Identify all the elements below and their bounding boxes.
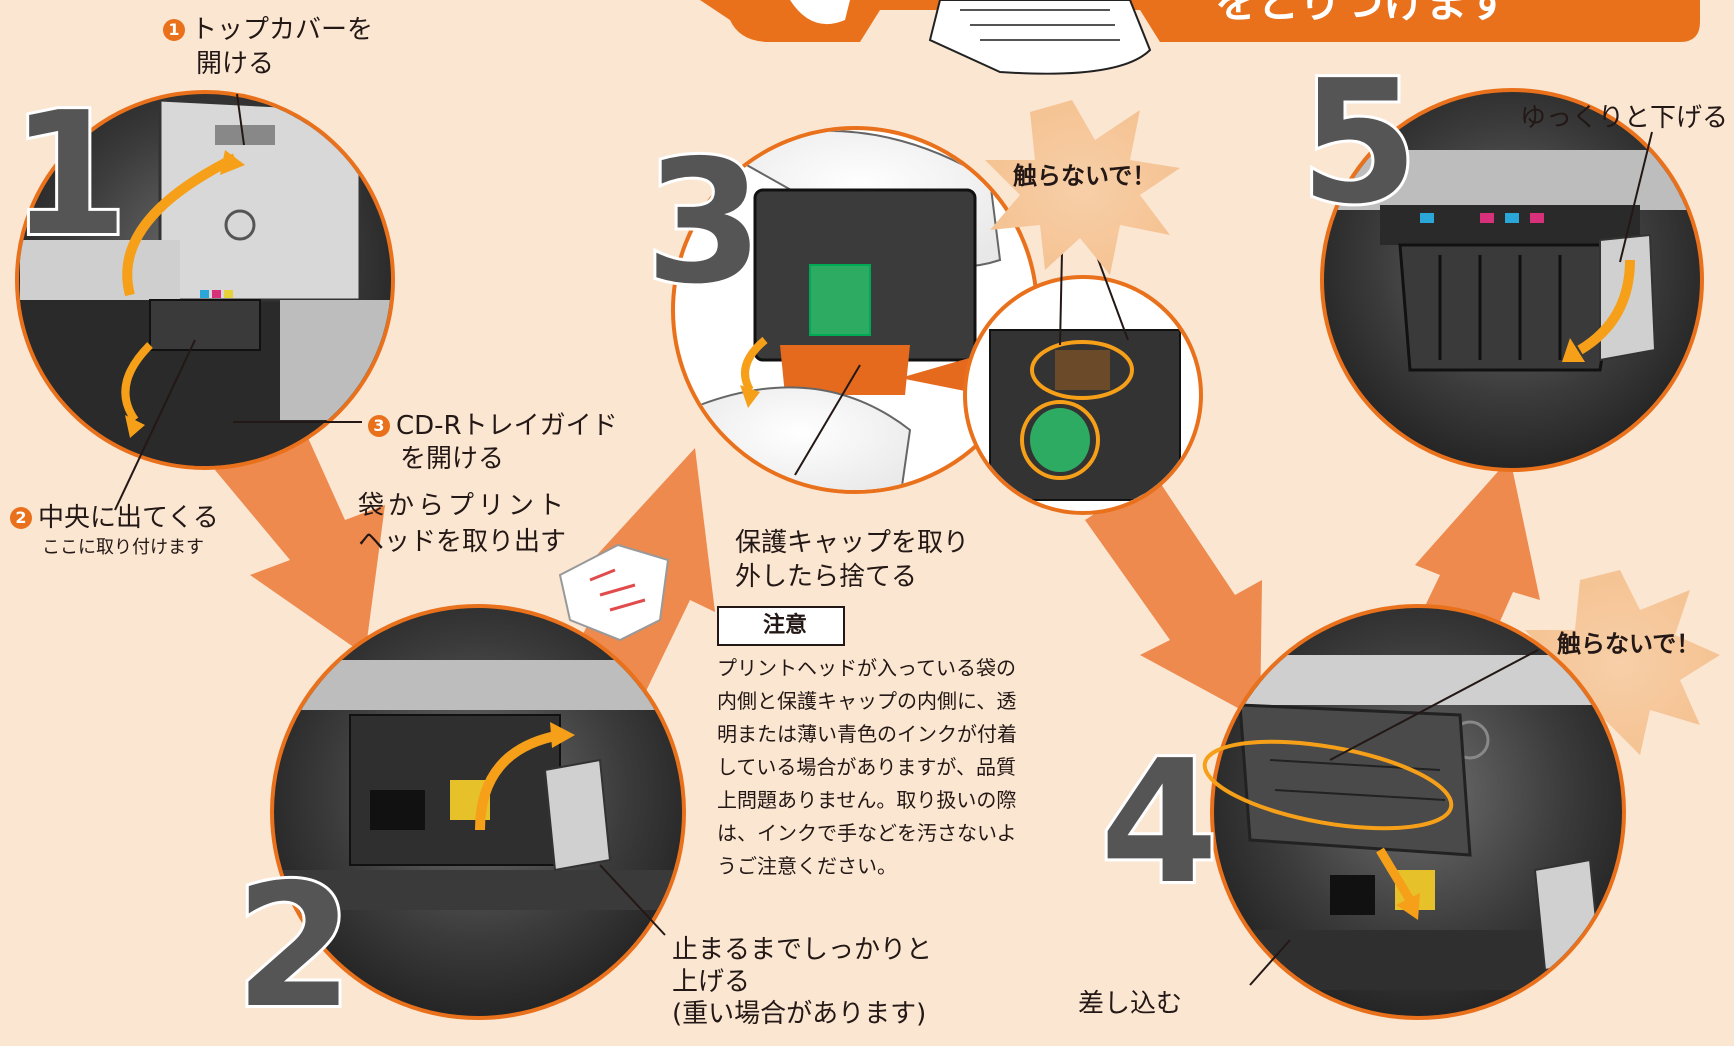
step1-note1-line2: 開ける [196,49,275,79]
step-number-2: 2 [232,848,356,1046]
caution-label: 注意 [763,613,808,638]
header-printhead-image [928,0,1152,75]
header-banner [700,0,1700,75]
caution-line: 内側と保護キャップの内側に、透 [717,689,1017,713]
caution-line: 明または薄い青色のインクが付着 [717,722,1017,746]
note-marker-3: 3 [368,415,390,437]
step2-lift-line1: 止まるまでしっかりと [672,935,933,965]
caution-text: プリントヘッドが入っている袋の 内側と保護キャップの内側に、透 明または薄い青色… [717,652,1077,883]
caution-line: は、インクで手などを汚さないよ [717,821,1017,845]
step-number-4: 4 [1097,724,1221,922]
step-number-1: 1 [7,76,131,274]
step2-bag-line2: ヘッドを取り出す [358,527,567,557]
step1-note2-line2: ここに取り付けます [42,537,204,558]
note-marker-1: 1 [163,19,185,41]
step3-dont-touch: 触らないで！ [1013,162,1157,190]
caution-line: うご注意ください。 [717,854,897,878]
step5-lower: ゆっくりと下げる [1520,103,1729,133]
step4-dont-touch: 触らないで！ [1557,630,1701,658]
step2-bag-line1: 袋からプリント [358,491,569,521]
step2-photo [270,604,686,1020]
step2-lift-line3: (重い場合があります) [672,999,927,1029]
step-number-5: 5 [1297,44,1421,242]
step3-zoom-photo [963,204,1203,515]
step1-note3-line2: を開ける [400,444,505,474]
caution-line: 上問題ありません。取り扱いの際 [717,788,1017,812]
note-marker-2: 2 [10,507,32,529]
bag-image [558,543,670,642]
step5-photo [1320,88,1704,472]
step2-lift-line2: 上げる [672,967,751,997]
step3-cap-line2: 外したら捨てる [735,562,918,592]
caution-label-box: 注意 [717,606,845,646]
step-number-3: 3 [642,124,766,322]
step3-cap-line1: 保護キャップを取り [735,528,970,558]
burst-step3 [985,100,1180,275]
step4-photo [1202,604,1626,1020]
step4-insert: 差し込む [1078,989,1183,1019]
header-title: をとりつけます [1215,0,1510,27]
caution-line: している場合がありますが、品質 [717,755,1016,779]
caution-line: プリントヘッドが入っている袋の [717,656,1016,680]
